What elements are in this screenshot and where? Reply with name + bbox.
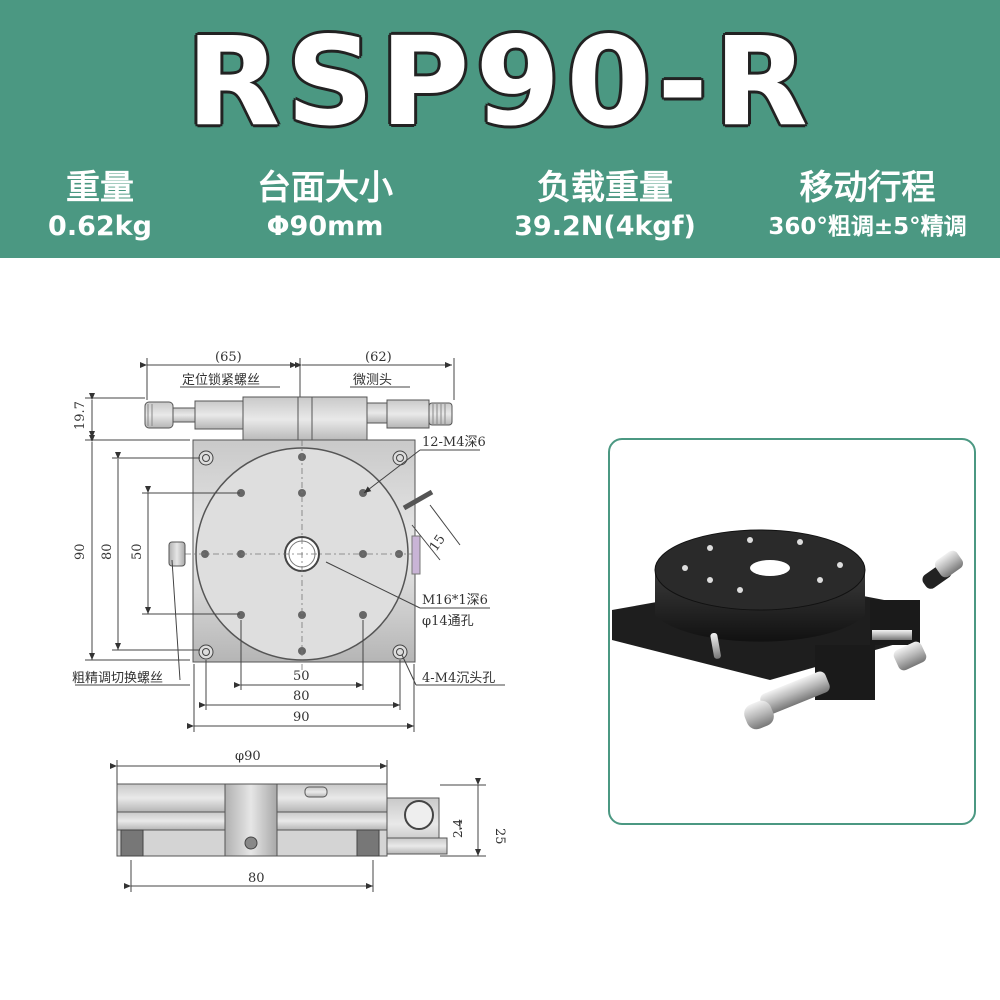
dim-19-7-label: 19.7 — [73, 401, 88, 430]
spec-value: 0.62kg — [48, 211, 152, 242]
holes-12-m4-label: 12-M4深6 — [422, 435, 486, 450]
dim-2-4-label: 2.4 — [451, 819, 465, 838]
spec-label: 重量 — [66, 168, 134, 208]
diameter-90-label: φ90 — [235, 749, 261, 764]
micrometer-label: 微测头 — [353, 373, 392, 388]
switch-screw-knob — [168, 541, 186, 567]
m16-thread-label: M16*1深6 — [422, 593, 488, 608]
spec-label: 移动行程 — [799, 168, 936, 208]
spec-travel: 移动行程 360°粗调±5°精调 — [745, 166, 990, 244]
dim-25-label: 25 — [492, 828, 507, 845]
title-banner — [0, 0, 1000, 258]
switch-screw-label: 粗精调切换螺丝 — [72, 671, 163, 686]
dim-90-vertical: 90 — [73, 543, 88, 560]
through-hole-label: φ14通孔 — [422, 614, 474, 629]
product-photo-frame — [608, 438, 976, 825]
dim-90-horizontal: 90 — [293, 710, 310, 725]
spec-label: 负载重量 — [537, 168, 673, 208]
spec-table-size: 台面大小 Φ90mm — [225, 166, 425, 244]
product-title: RSP90-R — [186, 11, 814, 153]
spec-label: 台面大小 — [257, 168, 393, 208]
spec-weight: 重量 0.62kg — [20, 166, 180, 244]
product-photo — [612, 529, 964, 730]
dim-65-label: (65) — [215, 350, 242, 365]
dim-50-vertical: 50 — [130, 543, 145, 560]
spec-value: 360°粗调±5°精调 — [768, 214, 967, 240]
dim-15-label: 15 — [427, 532, 449, 554]
dim-80-vertical: 80 — [100, 543, 115, 560]
side-view — [116, 783, 448, 857]
dim-50-horizontal: 50 — [293, 669, 310, 684]
dim-80-horizontal: 80 — [293, 689, 310, 704]
dim-62-label: (62) — [365, 350, 392, 365]
dim-80-side-label: 80 — [248, 871, 265, 886]
corner-holes — [198, 450, 408, 660]
spec-load: 负载重量 39.2N(4kgf) — [490, 166, 720, 244]
lock-screw-label: 定位锁紧螺丝 — [182, 372, 260, 388]
top-screw-assembly — [144, 396, 453, 443]
spec-value: Φ90mm — [266, 211, 384, 242]
spec-value: 39.2N(4kgf) — [514, 211, 696, 242]
countersink-label: 4-M4沉头孔 — [422, 671, 495, 686]
